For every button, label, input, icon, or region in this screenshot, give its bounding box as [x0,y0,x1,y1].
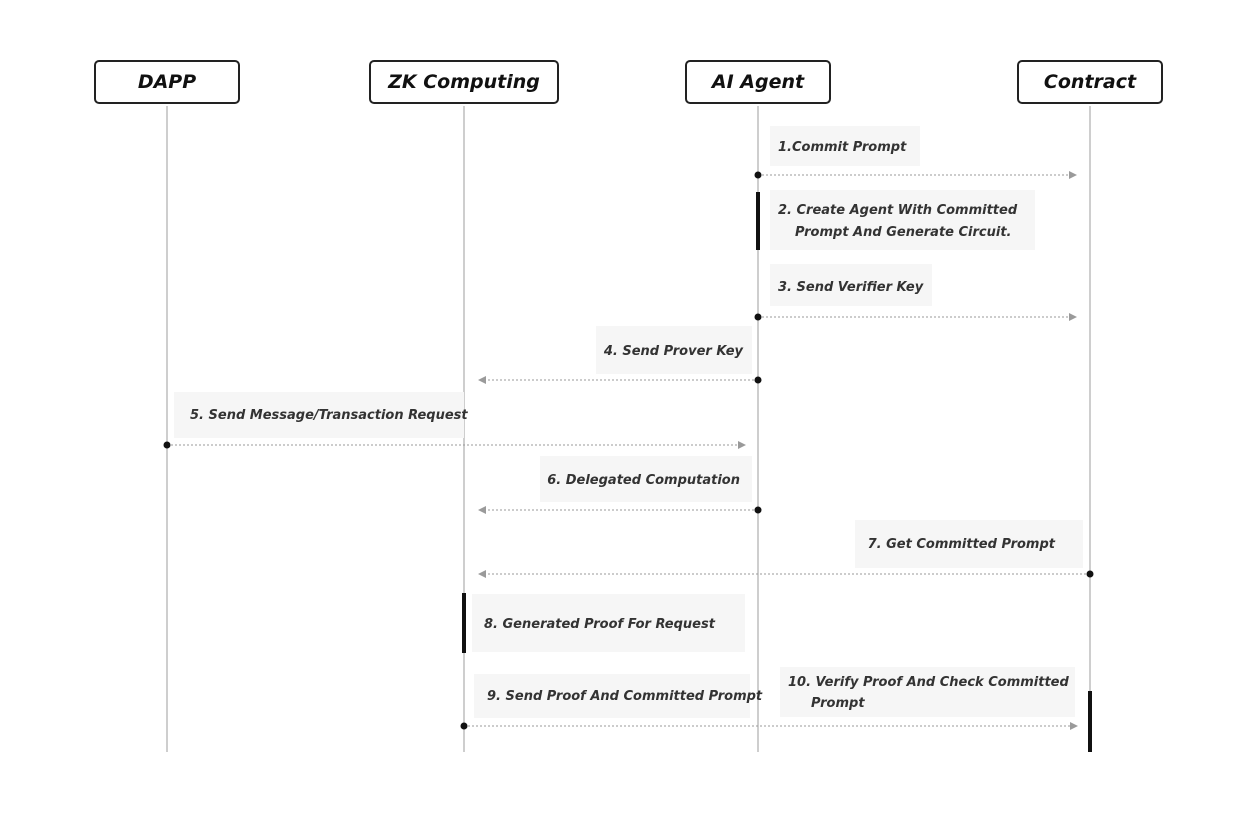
actor-ai-agent: AI Agent [685,60,831,104]
message-origin-dot [163,441,171,449]
message-label: 7. Get Committed Prompt [868,537,1056,552]
message-origin-dot [754,171,762,179]
message-label: 1.Commit Prompt [778,140,907,155]
message-3: 3. Send Verifier Key [754,264,1077,321]
message-label: 8. Generated Proof For Request [484,617,716,632]
message-5: 5. Send Message/Transaction Request [163,392,746,449]
message-label: 5. Send Message/Transaction Request [190,408,468,423]
actor-dapp: DAPP [94,60,240,104]
message-label: 2. Create Agent With Committed [778,203,1018,218]
message-origin-dot [460,722,468,730]
message-2: 2. Create Agent With Committed Prompt An… [756,190,1035,250]
message-origin-dot [754,313,762,321]
actor-label: DAPP [138,71,196,93]
message-7: 7. Get Committed Prompt [478,520,1094,578]
actor-label: ZK Computing [387,71,540,93]
message-10: 10. Verify Proof And Check Committed Pro… [780,667,1092,752]
message-9: 9. Send Proof And Committed Prompt [460,674,1078,730]
activation-bar [462,593,466,653]
actor-zk-computing: ZK Computing [369,60,559,104]
activation-bar [1088,691,1092,752]
message-origin-dot [754,506,762,514]
message-label: 10. Verify Proof And Check Committed [788,675,1069,690]
message-label-line-2: Prompt And Generate Circuit. [795,225,1012,240]
message-4: 4. Send Prover Key [478,326,762,384]
message-label: 3. Send Verifier Key [778,280,924,295]
message-8: 8. Generated Proof For Request [462,593,745,653]
actor-contract: Contract [1017,60,1163,104]
message-label: 4. Send Prover Key [603,344,744,359]
message-6: 6. Delegated Computation [478,456,762,514]
message-label: 6. Delegated Computation [547,473,740,488]
message-label: 9. Send Proof And Committed Prompt [487,689,763,704]
activation-bar [756,192,760,250]
actor-label: AI Agent [710,71,805,93]
message-origin-dot [1086,570,1094,578]
actor-label: Contract [1044,71,1137,93]
message-origin-dot [754,376,762,384]
message-label-line-2: Prompt [811,696,865,711]
message-1: 1.Commit Prompt [754,126,1077,179]
